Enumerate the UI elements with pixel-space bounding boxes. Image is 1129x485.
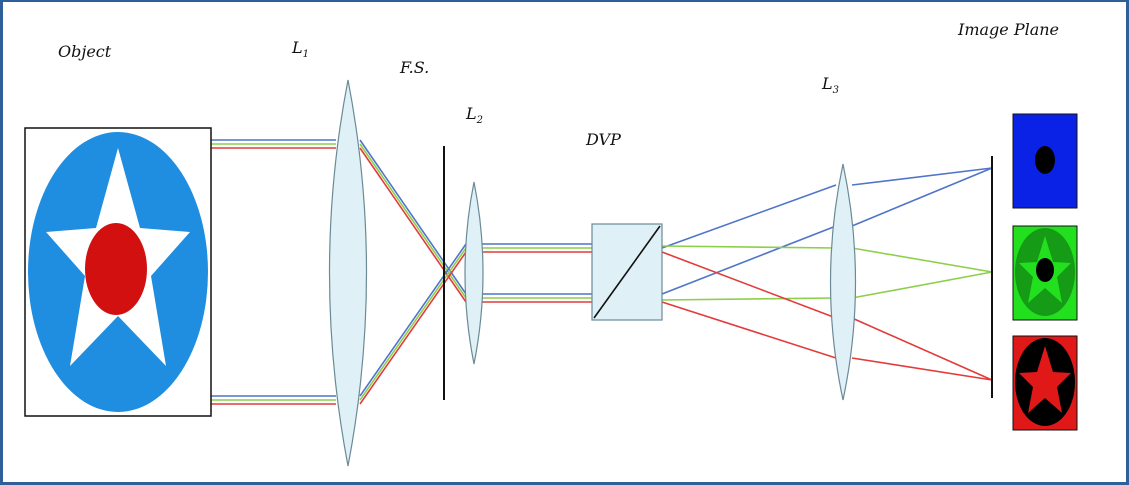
dvp-prism	[591, 223, 663, 321]
label-l3: L3	[822, 74, 839, 96]
image-blue	[1012, 113, 1078, 209]
label-l1: L1	[292, 38, 309, 60]
disc-icon	[1035, 146, 1055, 174]
image-red	[1012, 335, 1078, 431]
image-green	[1012, 225, 1078, 321]
label-image-plane: Image Plane	[958, 20, 1060, 39]
label-object: Object	[58, 42, 112, 61]
lens-l1	[328, 79, 368, 467]
label-dvp: DVP	[586, 130, 621, 149]
label-l2: L2	[466, 104, 483, 126]
object-center-disc	[85, 223, 147, 315]
disc-icon	[1036, 258, 1054, 282]
object	[24, 127, 212, 417]
ray-bundle	[210, 139, 993, 405]
star-icon	[1019, 346, 1071, 413]
lens-l3	[829, 163, 857, 401]
label-field-stop: F.S.	[400, 58, 430, 77]
lens-l2	[464, 181, 484, 365]
